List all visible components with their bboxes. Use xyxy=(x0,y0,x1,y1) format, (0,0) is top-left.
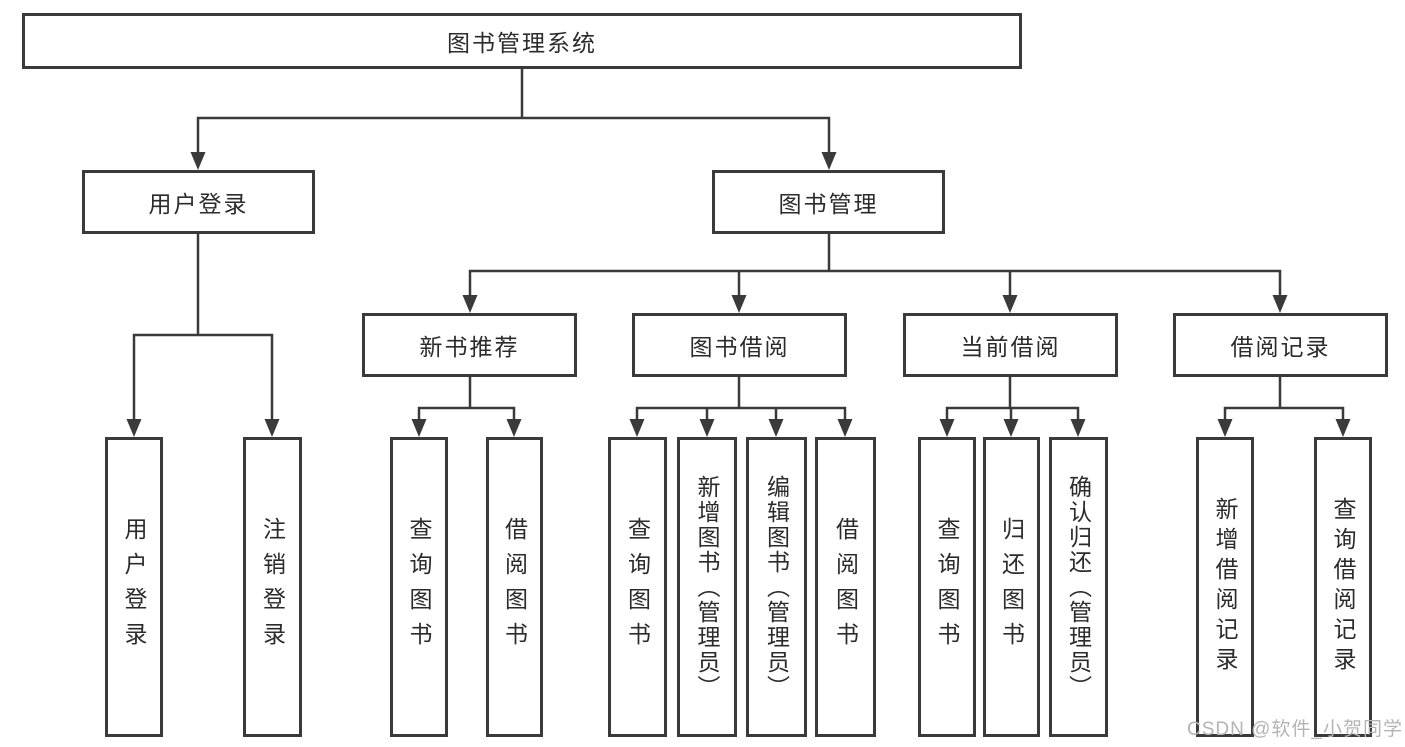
node-label: 编辑图书（管理员） xyxy=(763,474,790,700)
arrow-icon xyxy=(939,419,955,437)
node-label: 确认归还（管理员） xyxy=(1065,474,1092,700)
node-label: 注销登录 xyxy=(259,517,286,657)
node-new-book-recommend: 新书推荐 xyxy=(362,313,577,377)
connector-current-borrow-children xyxy=(945,375,1080,425)
connector-root-to-level2 xyxy=(196,67,831,158)
node-label: 借阅图书 xyxy=(501,517,528,657)
arrow-icon xyxy=(506,419,522,437)
node-library-system: 图书管理系统 xyxy=(22,13,1022,69)
leaf-logout: 注销登录 xyxy=(243,437,302,737)
leaf-borrow-books-recommend: 借阅图书 xyxy=(486,437,543,737)
node-book-borrowing: 图书借阅 xyxy=(632,313,847,377)
arrow-icon xyxy=(731,295,747,313)
node-label: 借阅图书 xyxy=(832,517,859,657)
node-label: 查询图书 xyxy=(624,517,651,657)
leaf-add-borrow-record: 新增借阅记录 xyxy=(1196,437,1254,737)
arrow-icon xyxy=(190,152,206,170)
leaf-edit-books-admin: 编辑图书（管理员） xyxy=(746,437,807,737)
node-label: 图书借阅 xyxy=(689,334,790,360)
leaf-borrow-books: 借阅图书 xyxy=(815,437,876,737)
arrow-icon xyxy=(821,152,837,170)
leaf-user-login: 用户登录 xyxy=(105,437,163,737)
arrow-icon xyxy=(1217,419,1233,437)
node-label: 新增图书（管理员） xyxy=(694,474,720,700)
node-label: 用户登录 xyxy=(148,191,249,217)
leaf-return-books: 归还图书 xyxy=(983,437,1040,737)
node-label: 查询借阅记录 xyxy=(1330,497,1356,677)
arrow-icon xyxy=(126,419,142,437)
leaf-query-borrow-record: 查询借阅记录 xyxy=(1314,437,1372,737)
node-label: 图书管理 xyxy=(778,191,879,217)
watermark: CSDN @软件_小贺同学 xyxy=(1187,719,1403,740)
leaf-query-books-borrowing: 查询图书 xyxy=(608,437,667,737)
arrow-icon xyxy=(411,419,427,437)
arrow-icon xyxy=(1003,419,1019,437)
arrowheads xyxy=(126,152,1351,437)
connector-book-mgmt-children xyxy=(468,232,1282,301)
leaf-query-books-recommend: 查询图书 xyxy=(390,437,448,737)
arrow-icon xyxy=(768,419,784,437)
node-user-login: 用户登录 xyxy=(82,170,315,234)
connector-user-login-children xyxy=(132,232,274,425)
connector-new-book-rec-children xyxy=(417,375,516,425)
arrow-icon xyxy=(629,419,645,437)
node-label: 查询图书 xyxy=(406,517,432,657)
arrow-icon xyxy=(1272,295,1288,313)
node-borrow-records: 借阅记录 xyxy=(1173,313,1388,377)
node-label: 图书管理系统 xyxy=(447,30,597,56)
node-book-management: 图书管理 xyxy=(712,170,945,234)
node-label: 新增借阅记录 xyxy=(1212,497,1238,677)
leaf-add-books-admin: 新增图书（管理员） xyxy=(677,437,737,737)
arrow-icon xyxy=(1002,295,1018,313)
arrow-icon xyxy=(1335,419,1351,437)
node-label: 新书推荐 xyxy=(419,334,520,360)
arrow-icon xyxy=(837,419,853,437)
leaf-query-books-current: 查询图书 xyxy=(918,437,976,737)
node-label: 借阅记录 xyxy=(1230,334,1331,360)
arrow-icon xyxy=(699,419,715,437)
node-label: 用户登录 xyxy=(121,517,147,657)
node-label: 当前借阅 xyxy=(960,334,1061,360)
arrow-icon xyxy=(1070,419,1086,437)
connector-book-borrow-children xyxy=(635,375,847,425)
node-label: 归还图书 xyxy=(998,517,1025,657)
node-current-borrowing: 当前借阅 xyxy=(903,313,1118,377)
arrow-icon xyxy=(264,419,280,437)
node-label: 查询图书 xyxy=(934,517,960,657)
leaf-confirm-return-admin: 确认归还（管理员） xyxy=(1049,437,1108,737)
connector-borrow-records-children xyxy=(1223,375,1345,425)
arrow-icon xyxy=(462,295,478,313)
